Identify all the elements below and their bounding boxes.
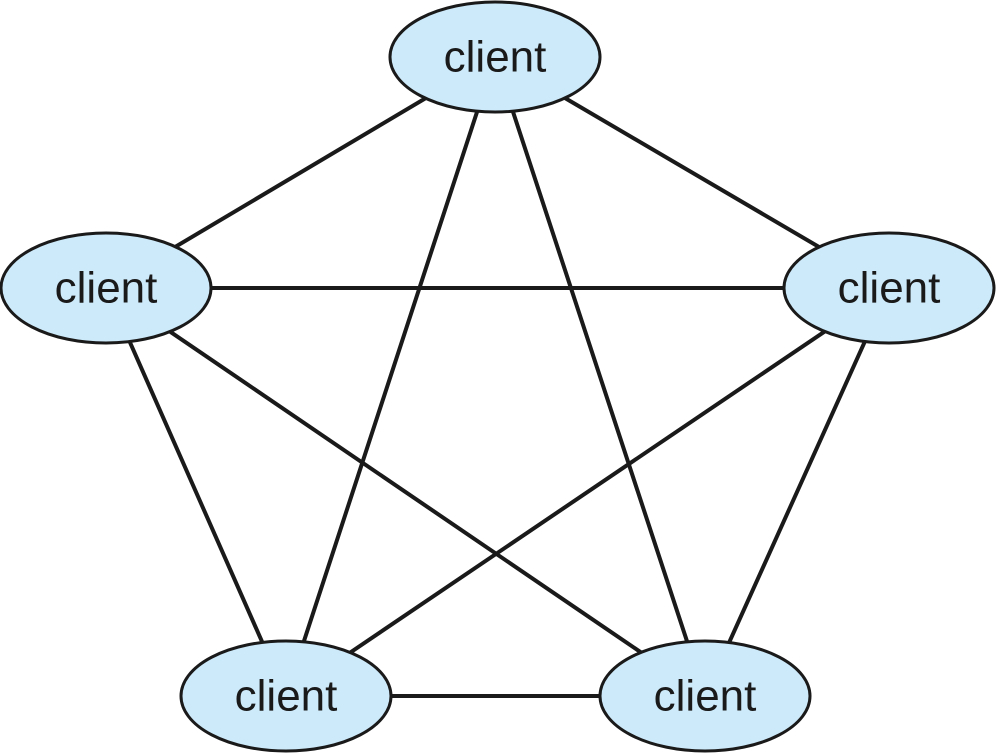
client-node-left: client: [0, 231, 213, 345]
client-node-top-shape: [388, 0, 602, 114]
client-node-bottom-right-shape: [598, 639, 812, 753]
edge-right-to-bottom-right: [703, 286, 891, 698]
client-node-bottom-right: client: [598, 639, 812, 753]
edge-right-to-bottom-left: [284, 286, 891, 698]
client-node-right-label: client: [838, 264, 941, 313]
client-node-left-label: client: [55, 264, 158, 313]
client-node-right: client: [782, 231, 996, 345]
client-node-right-shape: [782, 231, 996, 345]
edge-top-to-bottom-left: [284, 55, 497, 698]
client-node-bottom-left-label: client: [235, 672, 338, 721]
client-node-bottom-left: client: [179, 639, 393, 753]
client-node-top-label: client: [444, 33, 547, 82]
edge-left-to-bottom-right: [104, 286, 707, 698]
client-node-left-shape: [0, 231, 213, 345]
edge-left-to-bottom-left: [104, 286, 288, 698]
edge-top-to-bottom-right: [493, 55, 707, 698]
connection-lines: [104, 55, 891, 698]
client-node-top: client: [388, 0, 602, 114]
client-node-bottom-right-label: client: [654, 672, 757, 721]
client-node-bottom-left-shape: [179, 639, 393, 753]
